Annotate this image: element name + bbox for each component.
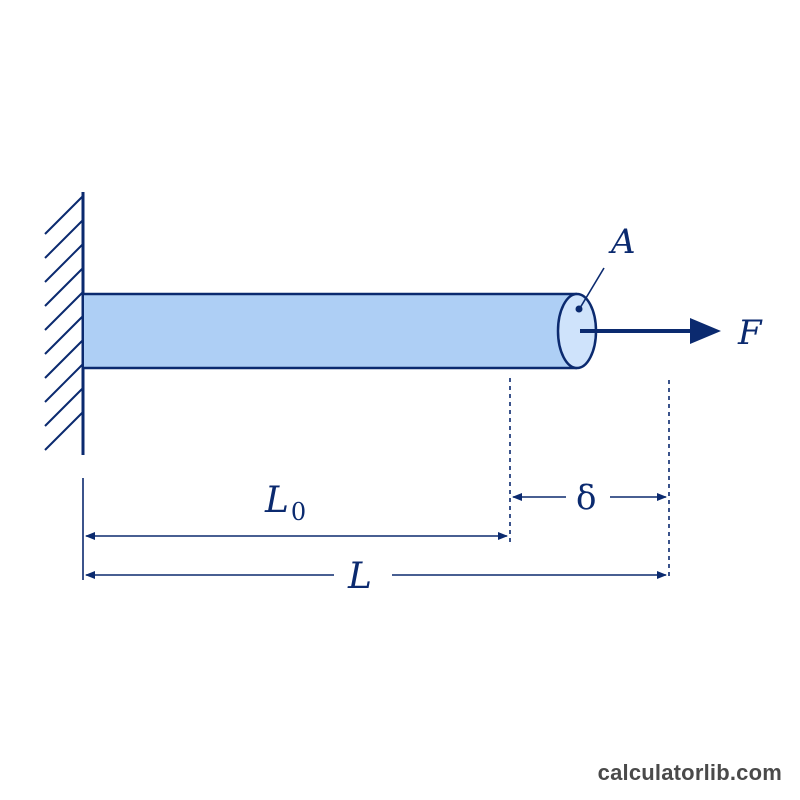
original-length-label: L0 <box>264 480 306 526</box>
final-length-label: L <box>347 556 372 597</box>
force-label: F <box>737 313 763 353</box>
extension-lines <box>82 378 670 580</box>
area-label: A <box>608 222 636 262</box>
cylindrical-bar <box>84 292 598 370</box>
area-point <box>575 305 583 313</box>
force-arrow: F <box>580 313 763 353</box>
elongation-dimension: δ <box>512 478 667 518</box>
area-annotation: A <box>575 222 636 313</box>
original-length-dimension: L0 <box>85 480 508 540</box>
final-length-dimension: L <box>85 556 667 597</box>
watermark-text: calculatorlib.com <box>597 760 782 785</box>
elongation-label: δ <box>576 478 596 518</box>
fixed-wall-support <box>44 192 85 455</box>
wall-hatching <box>44 195 84 451</box>
